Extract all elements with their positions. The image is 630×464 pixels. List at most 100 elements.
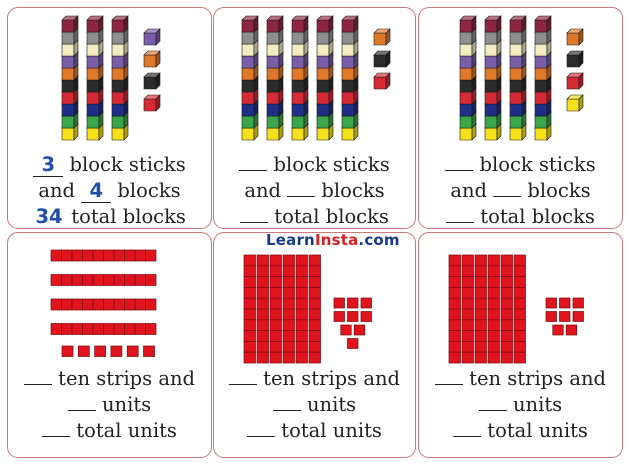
answer-blank[interactable]	[446, 204, 475, 223]
answer-blank[interactable]	[67, 392, 96, 411]
line-text: block sticks	[267, 153, 390, 176]
ten-strip-1-unit-7	[448, 319, 461, 331]
loose-cube-red	[373, 72, 391, 90]
ten-strip-1-unit-5	[92, 249, 104, 262]
answer-blank[interactable]	[434, 366, 463, 385]
ten-strip-4-unit-10	[282, 351, 295, 364]
ten-strip-1-unit-2	[243, 265, 256, 277]
ten-strip-1-unit-2	[448, 265, 461, 277]
ten-strip-5-unit-1	[295, 254, 308, 267]
answer-blank[interactable]	[247, 418, 276, 437]
answer-blank[interactable]	[42, 418, 71, 437]
answer-blank[interactable]	[228, 366, 257, 385]
line-text: blocks	[111, 179, 181, 202]
ten-strip-4-unit-4	[282, 287, 295, 299]
answer-blank[interactable]	[287, 178, 316, 197]
ten-strip-1-unit-9	[134, 249, 146, 262]
line-text: units	[300, 393, 357, 416]
answer-line-1: block sticks	[419, 152, 622, 178]
ten-strip-1-unit-10	[448, 351, 461, 364]
ten-strip-6-unit-4	[308, 287, 321, 299]
answer-blank[interactable]	[239, 152, 268, 171]
ten-strip-3-unit-6	[103, 298, 115, 311]
stick-1-cube-1	[61, 15, 79, 33]
ten-strip-4-unit-9	[487, 341, 500, 353]
unit-cube-4	[110, 345, 123, 357]
ten-strip-5-unit-5	[295, 297, 308, 310]
answer-blank[interactable]	[493, 178, 522, 197]
ten-strip-2-unit-5	[461, 297, 474, 310]
ten-strip-2-unit-6	[461, 308, 474, 321]
line-prefix: and	[244, 179, 288, 202]
ten-strip-3-unit-4	[82, 298, 94, 311]
loose-cube-red	[566, 72, 584, 90]
answer-line-2: units	[419, 392, 622, 418]
loose-cube-black	[143, 72, 161, 90]
ten-strip-3-unit-6	[269, 308, 282, 321]
ten-strip-2-unit-10	[145, 274, 157, 286]
exercise-card-4: ten strips and units total units	[7, 232, 212, 458]
ten-strip-6-unit-3	[513, 276, 526, 288]
ten-strip-5-unit-9	[500, 341, 513, 353]
ten-strip-5-unit-4	[295, 287, 308, 299]
ten-strip-1-unit-2	[61, 249, 73, 262]
answer-line-2: and blocks	[214, 178, 415, 204]
ten-strip-2-unit-10	[461, 351, 474, 364]
answer-line-1: block sticks	[214, 152, 415, 178]
ten-strip-3-unit-7	[269, 319, 282, 331]
ten-strip-6-unit-7	[513, 319, 526, 331]
line-text: total blocks	[268, 205, 389, 228]
unit-cube-6	[360, 311, 372, 322]
unit-cube-2	[77, 345, 90, 357]
watermark-logo: LearnInsta.com	[266, 231, 400, 249]
unit-cube-5	[559, 311, 571, 322]
ten-strip-6-unit-9	[308, 341, 321, 353]
filled-answer: 4	[81, 180, 112, 203]
ten-strip-1-unit-5	[243, 297, 256, 310]
ten-strip-3-unit-2	[61, 298, 73, 311]
unit-cube-2	[559, 297, 571, 309]
answer-blank[interactable]	[272, 392, 301, 411]
unit-cube-3	[360, 297, 372, 309]
answer-lines: ten strips and units total units	[8, 366, 211, 444]
ten-strip-3-unit-3	[269, 276, 282, 288]
line-text: blocks	[521, 179, 591, 202]
line-text: units	[506, 393, 563, 416]
ten-strip-1-unit-6	[448, 308, 461, 321]
stick-4-cube-1	[534, 15, 552, 33]
ten-strip-3-unit-5	[474, 297, 487, 310]
answer-blank[interactable]	[23, 366, 52, 385]
ten-strip-5-unit-6	[500, 308, 513, 321]
ten-strip-2-unit-7	[461, 319, 474, 331]
answer-blank[interactable]	[453, 418, 482, 437]
ten-strip-2-unit-2	[461, 265, 474, 277]
unit-cube-8	[565, 324, 578, 336]
ten-strip-3-unit-2	[269, 265, 282, 277]
ten-strip-1-unit-1	[243, 254, 256, 267]
ten-strip-2-unit-5	[256, 297, 269, 310]
ten-strip-6-unit-4	[513, 287, 526, 299]
ten-strip-2-unit-6	[256, 308, 269, 321]
manipulatives-figure	[448, 254, 584, 364]
answer-blank[interactable]	[240, 204, 269, 223]
ten-strip-5-unit-10	[500, 351, 513, 364]
unit-cube-5	[347, 311, 359, 322]
unit-cube-7	[552, 324, 564, 336]
ten-strip-6-unit-5	[308, 297, 321, 310]
ten-strip-4-unit-5	[487, 297, 500, 310]
filled-answer: 34	[33, 206, 65, 228]
ten-strip-3-unit-9	[269, 341, 282, 353]
answer-line-3: total units	[214, 418, 415, 444]
ten-strip-5-unit-1	[500, 254, 513, 267]
stick-2-cube-1	[266, 15, 284, 33]
stick-3-cube-1	[111, 15, 129, 33]
answer-blank[interactable]	[445, 152, 474, 171]
ten-strip-2-unit-5	[92, 274, 104, 286]
ten-strip-1-unit-10	[145, 249, 157, 262]
ten-strip-3-unit-4	[474, 287, 487, 299]
answer-blank[interactable]	[478, 392, 507, 411]
